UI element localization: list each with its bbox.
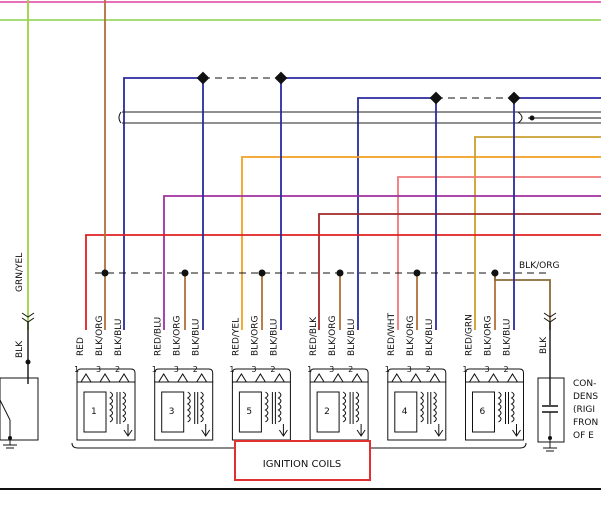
coil-connector xyxy=(309,368,369,382)
coil-2-wire-label: BLK/ORG xyxy=(328,316,338,356)
coil-3-pin-number: 1 xyxy=(152,365,157,374)
coil-body xyxy=(154,381,214,441)
shield-lines xyxy=(95,71,601,277)
coil-number: 6 xyxy=(480,407,486,417)
coil-2-pin-number: 1 xyxy=(307,365,312,374)
coil-body xyxy=(387,381,447,441)
top-wires xyxy=(0,1,601,330)
ignition-coils-label: IGNITION COILS xyxy=(263,459,341,470)
coil-1-wire-label: RED xyxy=(76,337,86,356)
condenser-caption-2: DENS xyxy=(573,392,598,402)
coil-5-pin-number: 1 xyxy=(229,365,234,374)
condenser-caption-1: CON- xyxy=(573,379,596,389)
ignition-coils-highlight-box xyxy=(234,440,371,481)
condenser-caption-5: OF E xyxy=(573,431,594,441)
ignition-coils: RED BLK/ORG BLK/BLU 1 3 2 1 RED/BLU BLK/ORG BLK/B… xyxy=(74,312,524,441)
coil-1-pin-number: 1 xyxy=(74,365,79,374)
bus-wire-label: BLK/ORG xyxy=(519,261,559,271)
coil-feed-wires xyxy=(27,0,551,330)
coil-4-wire-label: BLK/ORG xyxy=(406,316,416,356)
coil-3-wire-label: BLK/ORG xyxy=(173,316,183,356)
coil-connector xyxy=(387,368,447,382)
coil-connector xyxy=(76,368,136,382)
coil-3-wire-label: RED/BLU xyxy=(154,317,164,356)
coil-2-wire-label: RED/BLK xyxy=(309,316,319,356)
ignition-coils-bracket: IGNITION COILS xyxy=(71,440,527,481)
coil-6-pin-number: 1 xyxy=(463,365,468,374)
coil-connector xyxy=(231,368,291,382)
coil-body xyxy=(76,381,136,441)
coil-body xyxy=(465,381,524,441)
coil-number: 2 xyxy=(324,407,330,417)
left-module: GRN/YEL BLK xyxy=(0,253,39,449)
condenser-wire-label: BLK xyxy=(539,336,549,354)
wire-label-grn-yel: GRN/YEL xyxy=(15,253,25,292)
coil-4-wire-label: BLK/BLU xyxy=(425,319,435,356)
coil-6-wire-label: BLK/ORG xyxy=(484,316,494,356)
coil-5-wire-label: RED/YEL xyxy=(231,318,241,356)
coil-1-wire-label: BLK/ORG xyxy=(95,316,105,356)
coil-6-wire-label: BLK/BLU xyxy=(503,319,513,356)
wire-label-blk-left: BLK xyxy=(15,340,25,358)
coil-1-wire-label: BLK/BLU xyxy=(114,319,124,356)
coil-5-wire-label: BLK/BLU xyxy=(269,319,279,356)
condenser-caption-4: FRON xyxy=(573,418,598,428)
coil-4-wire-label: RED/WHT xyxy=(387,312,397,356)
coil-3-wire-label: BLK/BLU xyxy=(192,319,202,356)
coil-number: 1 xyxy=(91,407,97,417)
coil-number: 4 xyxy=(402,407,408,417)
coil-number: 5 xyxy=(246,407,252,417)
coil-6-wire-label: RED/GRN xyxy=(465,314,475,356)
coil-4-pin-number: 1 xyxy=(385,365,390,374)
coil-2-wire-label: BLK/BLU xyxy=(347,319,357,356)
condenser-caption-3: (RIGI xyxy=(573,405,595,415)
coil-number: 3 xyxy=(169,407,175,417)
coil-connector xyxy=(154,368,214,382)
condenser: BLK CON- DENS (RIGI FRON OF E xyxy=(537,312,598,452)
coil-connector xyxy=(465,368,524,382)
coil-5-wire-label: BLK/ORG xyxy=(250,316,260,356)
